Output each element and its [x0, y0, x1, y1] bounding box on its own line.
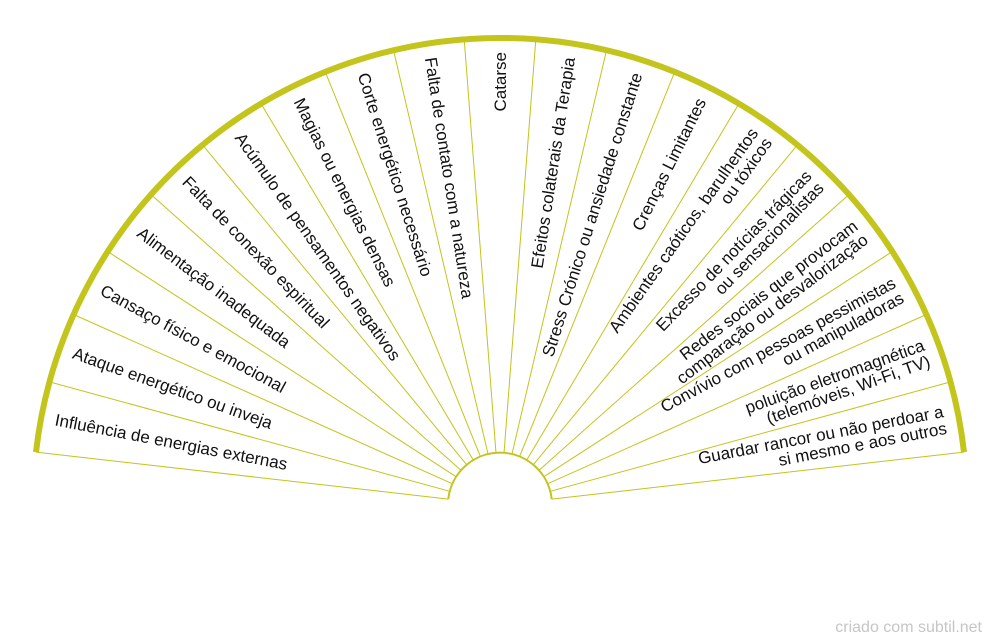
- segment-label: Efeitos colaterais da Terapia: [528, 55, 579, 269]
- segment-divider: [324, 71, 481, 457]
- segment-divider: [260, 103, 474, 461]
- segment-divider: [550, 381, 951, 492]
- segment-divider: [73, 314, 453, 485]
- segment-divider: [543, 251, 893, 478]
- segment-divider: [526, 103, 740, 461]
- segment-label: Alimentação inadequada: [133, 224, 294, 353]
- segment-label-line: Alimentação inadequada: [133, 224, 294, 353]
- segment-label: Guardar rancor ou não perdoar asi mesmo …: [696, 402, 948, 485]
- segment-divider: [49, 381, 450, 492]
- segment-divider: [393, 50, 489, 455]
- segment-divider: [538, 194, 850, 471]
- segment-divider: [503, 39, 537, 454]
- segment-dividers: [35, 39, 965, 500]
- segment-divider: [35, 451, 449, 500]
- segment-divider: [202, 144, 468, 466]
- watermark-credit: criado com subtil.net: [835, 619, 982, 636]
- segment-divider: [547, 314, 927, 485]
- segment-label-line: Efeitos colaterais da Terapia: [528, 55, 579, 269]
- segment-divider: [511, 50, 607, 455]
- segment-divider: [532, 144, 798, 466]
- segment-divider: [107, 251, 457, 478]
- segment-label-line: Catarse: [491, 52, 510, 112]
- segment-divider: [150, 194, 462, 471]
- outer-rim: [33, 34, 967, 453]
- center-hub: [447, 451, 553, 500]
- segment-divider: [551, 451, 965, 500]
- segment-divider: [463, 39, 497, 454]
- segment-divider: [519, 71, 676, 457]
- segment-label: Catarse: [491, 52, 510, 112]
